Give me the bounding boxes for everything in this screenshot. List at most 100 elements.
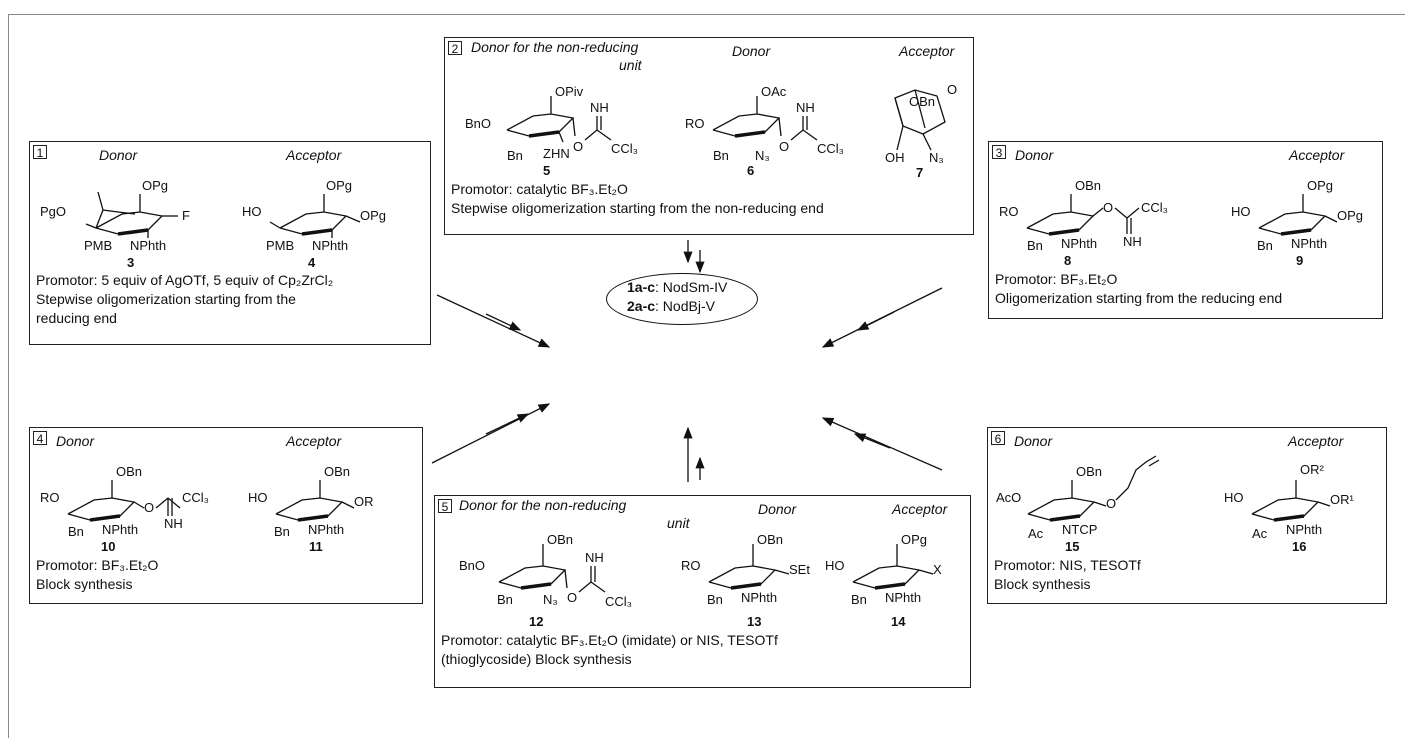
compound-number-14: 14 bbox=[891, 614, 906, 629]
label: OR bbox=[354, 494, 374, 509]
label: HO bbox=[1224, 490, 1244, 505]
label: OH bbox=[885, 150, 905, 165]
donor-header: Donor bbox=[1014, 433, 1053, 449]
note-text: Block synthesis bbox=[994, 576, 1091, 592]
label: NPhth bbox=[1061, 236, 1098, 251]
compound-number-13: 13 bbox=[747, 614, 762, 629]
label: OAc bbox=[761, 84, 787, 99]
donor2-header: Donor bbox=[758, 501, 797, 517]
label: Bn bbox=[507, 148, 523, 163]
label: F bbox=[182, 208, 190, 223]
label: HO bbox=[242, 204, 262, 219]
label: NH bbox=[796, 100, 815, 115]
arrow-box4 bbox=[431, 403, 551, 464]
promotor-text: Promotor: BF₃.Et₂O bbox=[995, 271, 1118, 287]
compound-8-9-structures bbox=[1026, 194, 1338, 236]
label: BnO bbox=[459, 558, 486, 573]
note-text: Stepwise oligomerization starting from t… bbox=[451, 200, 824, 216]
label: NPhth bbox=[102, 522, 139, 537]
label: SEt bbox=[789, 562, 810, 577]
label: PMB bbox=[266, 238, 295, 253]
label: OPg bbox=[1307, 178, 1334, 193]
target-ellipse bbox=[606, 273, 758, 325]
label: Bn bbox=[1027, 238, 1043, 253]
acceptor-header: Acceptor bbox=[286, 147, 342, 163]
label: X bbox=[933, 562, 942, 577]
label: OPg bbox=[1337, 208, 1364, 223]
label: Bn bbox=[713, 148, 729, 163]
donor-header: Donor for the non-reducing bbox=[471, 39, 639, 55]
label: OBn bbox=[757, 532, 784, 547]
label: RO bbox=[999, 204, 1019, 219]
compound-number-10: 10 bbox=[101, 539, 116, 554]
compound-number-6: 6 bbox=[747, 163, 755, 178]
label: OR² bbox=[1300, 462, 1324, 477]
label: CCl₃ bbox=[605, 594, 632, 609]
label: RO bbox=[685, 116, 705, 131]
promotor-text: Promotor: catalytic BF₃.Et₂O bbox=[451, 181, 628, 197]
label: CCl₃ bbox=[817, 141, 844, 156]
label: OBn bbox=[909, 94, 936, 109]
box-number: 2 bbox=[448, 41, 462, 56]
label: NPhth bbox=[885, 590, 922, 605]
label: ZHN bbox=[543, 146, 570, 161]
donor-header-2: unit bbox=[667, 515, 690, 531]
label: Bn bbox=[707, 592, 723, 607]
box-4: 4 Donor Acceptor OBn RO Bn NPhth O NH CC… bbox=[29, 427, 423, 604]
label: NPhth bbox=[1286, 522, 1323, 537]
label: HO bbox=[1231, 204, 1251, 219]
compound-number-4: 4 bbox=[308, 255, 316, 270]
label: O bbox=[947, 82, 958, 97]
donor2-header: Donor bbox=[732, 43, 771, 59]
compound-number-11: 11 bbox=[309, 539, 323, 554]
arrow-box6 bbox=[821, 417, 943, 471]
box-6: 6 Donor Acceptor OBn AcO Ac NTCP O 15 OR… bbox=[987, 427, 1387, 604]
note-text: Stepwise oligomerization starting from t… bbox=[36, 291, 296, 307]
label: OPg bbox=[326, 178, 353, 193]
box-number: 1 bbox=[33, 145, 47, 160]
compound-4-structure bbox=[269, 194, 361, 238]
label: HO bbox=[825, 558, 845, 573]
label: OR¹ bbox=[1330, 492, 1354, 507]
donor-header: Donor for the non-reducing bbox=[459, 497, 627, 513]
label: OBn bbox=[547, 532, 574, 547]
compound-number-15: 15 bbox=[1065, 539, 1080, 554]
label: Ac bbox=[1028, 526, 1044, 541]
arrow-box1 bbox=[436, 294, 551, 348]
label: PMB bbox=[84, 238, 113, 253]
label: CCl₃ bbox=[182, 490, 209, 505]
compound-5-6-7-structures bbox=[506, 89, 946, 151]
promotor-text: Promotor: BF₃.Et₂O bbox=[36, 557, 159, 573]
compound-15-16-structures bbox=[1027, 455, 1331, 522]
label: Bn bbox=[274, 524, 290, 539]
compound-number-3: 3 bbox=[127, 255, 135, 270]
label: O bbox=[144, 500, 155, 515]
label: NPhth bbox=[1291, 236, 1328, 251]
figure-frame bbox=[8, 14, 1405, 738]
label: Ac bbox=[1252, 526, 1268, 541]
label: PgO bbox=[40, 204, 67, 219]
label: NPhth bbox=[308, 522, 345, 537]
label: RO bbox=[681, 558, 701, 573]
label: NH bbox=[164, 516, 183, 531]
label: BnO bbox=[465, 116, 492, 131]
label: OBn bbox=[324, 464, 351, 479]
box-number: 6 bbox=[991, 431, 1005, 446]
label: Bn bbox=[851, 592, 867, 607]
compound-3-structure bbox=[85, 191, 178, 238]
box-2: 2 Donor for the non-reducing unit Donor … bbox=[444, 37, 974, 235]
label: Bn bbox=[1257, 238, 1273, 253]
label: NPhth bbox=[741, 590, 778, 605]
label: NPhth bbox=[130, 238, 167, 253]
acceptor-header: Acceptor bbox=[1288, 433, 1344, 449]
donor-header: Donor bbox=[1015, 147, 1054, 163]
label: NH bbox=[590, 100, 609, 115]
label: O bbox=[779, 139, 790, 154]
label: NPhth bbox=[312, 238, 349, 253]
label: NTCP bbox=[1062, 522, 1098, 537]
label: OPg bbox=[360, 208, 387, 223]
label: CCl₃ bbox=[611, 141, 638, 156]
label: NH bbox=[585, 550, 604, 565]
label: OPg bbox=[142, 178, 169, 193]
